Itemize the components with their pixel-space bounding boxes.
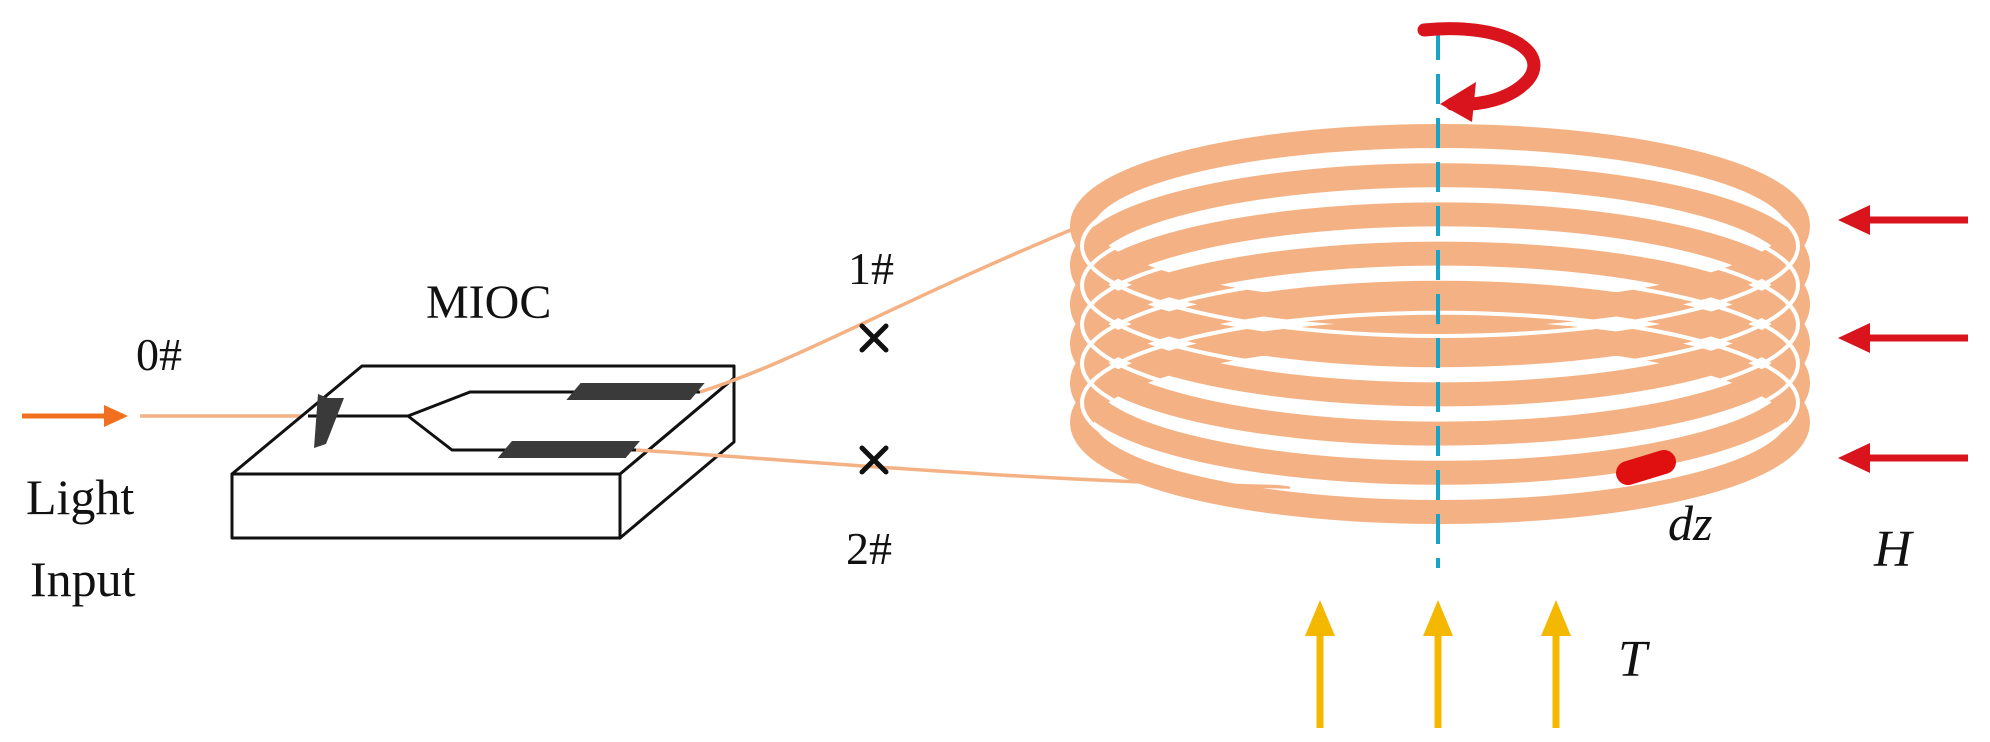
mioc-chip [230, 364, 736, 540]
temperature-label: T [1618, 631, 1650, 688]
mioc-top-edge [362, 364, 736, 378]
fiber-lead-1 [699, 220, 1091, 394]
light-input-label-line2: Input [30, 551, 136, 607]
h-field-arrow [1838, 323, 1968, 353]
coil-turn [1070, 320, 1810, 524]
temperature-gradient-arrows [1305, 600, 1571, 728]
electrode-lower [497, 441, 640, 458]
coil-turn-gap [1080, 193, 1800, 378]
light-input-arrow [22, 405, 128, 427]
phase-modulator-electrode [314, 394, 344, 448]
temperature-arrow [1423, 600, 1453, 728]
temperature-arrow [1541, 600, 1571, 728]
splice-point-1 [859, 323, 889, 353]
h-field-label: H [1873, 521, 1914, 578]
temperature-arrow [1305, 600, 1335, 728]
light-input-label-line1: Light [26, 469, 134, 525]
h-field-arrow [1838, 443, 1968, 473]
rotation-arrow [1417, 22, 1541, 122]
magnetic-field-arrows [1838, 205, 1968, 473]
port-2-label: 2# [846, 523, 892, 574]
splice-point-2 [859, 445, 889, 475]
dz-segment [1616, 450, 1676, 485]
port-1-label: 1# [848, 243, 894, 294]
coil-turn-gap [1080, 154, 1800, 338]
port-0-label: 0# [136, 329, 182, 380]
mioc-chip-front-face [230, 472, 622, 540]
dz-label: dz [1668, 495, 1712, 551]
electrode-upper [566, 383, 705, 400]
mioc-label: MIOC [426, 276, 551, 329]
h-field-arrow [1838, 205, 1968, 235]
